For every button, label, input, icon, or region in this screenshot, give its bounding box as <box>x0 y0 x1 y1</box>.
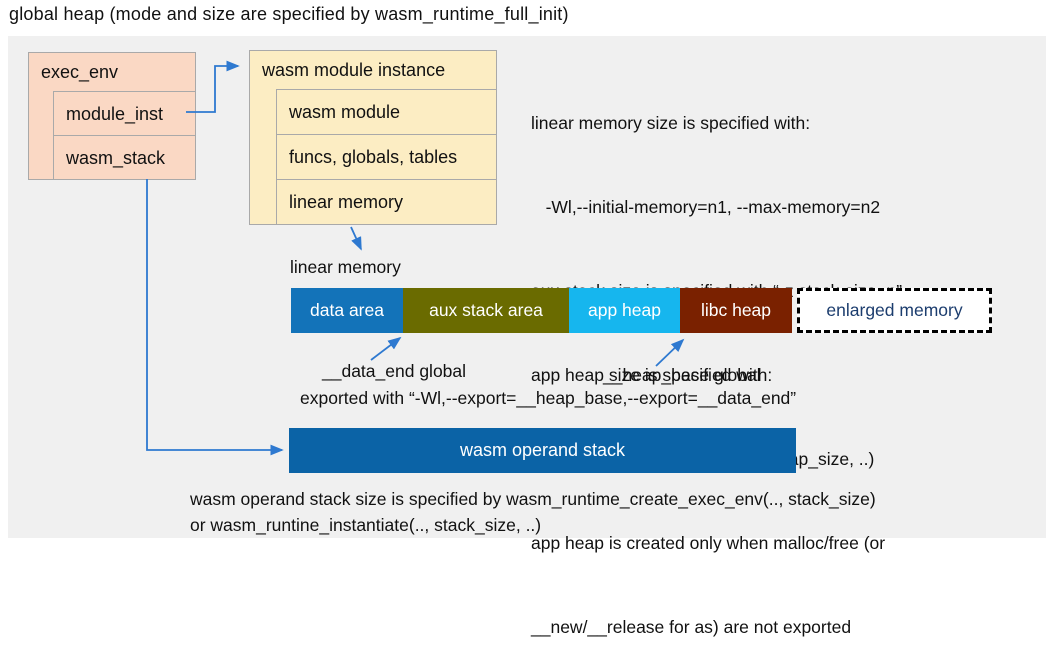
segment-app-heap: app heap <box>569 288 680 333</box>
operand-stack-notes: wasm operand stack size is specified by … <box>190 486 876 538</box>
note-line: app heap size is specified with: <box>531 365 773 385</box>
module-instance-row-funcs-globals-tables: funcs, globals, tables <box>277 134 496 179</box>
footer-line: wasm operand stack size is specified by … <box>190 489 876 509</box>
note-line: -Wl,--initial-memory=n1, --max-memory=n2 <box>531 197 881 217</box>
module-instance-row-linear-memory: linear memory <box>277 179 496 224</box>
exported-with-label: exported with “-Wl,--export=__heap_base,… <box>300 388 797 408</box>
note-line: __new/__release for as) are not exported <box>531 617 852 637</box>
footer-line: or wasm_runtine_instantiate(.., stack_si… <box>190 515 542 535</box>
segment-data-area: data area <box>291 288 403 333</box>
heap-base-global-label: __heap_base global <box>603 365 761 385</box>
exec-env-row-wasm-stack: wasm_stack <box>54 135 195 179</box>
segment-libc-heap: libc heap <box>680 288 792 333</box>
module-instance-row-wasm-module: wasm module <box>277 89 496 134</box>
module-instance-header: wasm module instance <box>262 60 446 80</box>
exec-env-rows: module_inst wasm_stack <box>53 91 195 179</box>
size-notes: linear memory size is specified with: -W… <box>531 53 902 669</box>
data-end-global-label: __data_end global <box>322 361 467 381</box>
note-line: linear memory size is specified with: <box>531 113 811 133</box>
segment-enlarged-memory: enlarged memory <box>797 288 992 333</box>
module-instance-box: wasm module instance wasm module funcs, … <box>249 50 497 225</box>
page-title: global heap (mode and size are specified… <box>9 4 569 24</box>
module-instance-rows: wasm module funcs, globals, tables linea… <box>276 89 496 224</box>
wasm-operand-stack-bar: wasm operand stack <box>289 428 796 473</box>
exec-env-header: exec_env <box>41 62 119 82</box>
exec-env-row-module-inst: module_inst <box>54 91 195 135</box>
segment-aux-stack-area: aux stack area <box>403 288 569 333</box>
linear-memory-label: linear memory <box>290 257 401 277</box>
exec-env-box: exec_env module_inst wasm_stack <box>28 52 196 180</box>
